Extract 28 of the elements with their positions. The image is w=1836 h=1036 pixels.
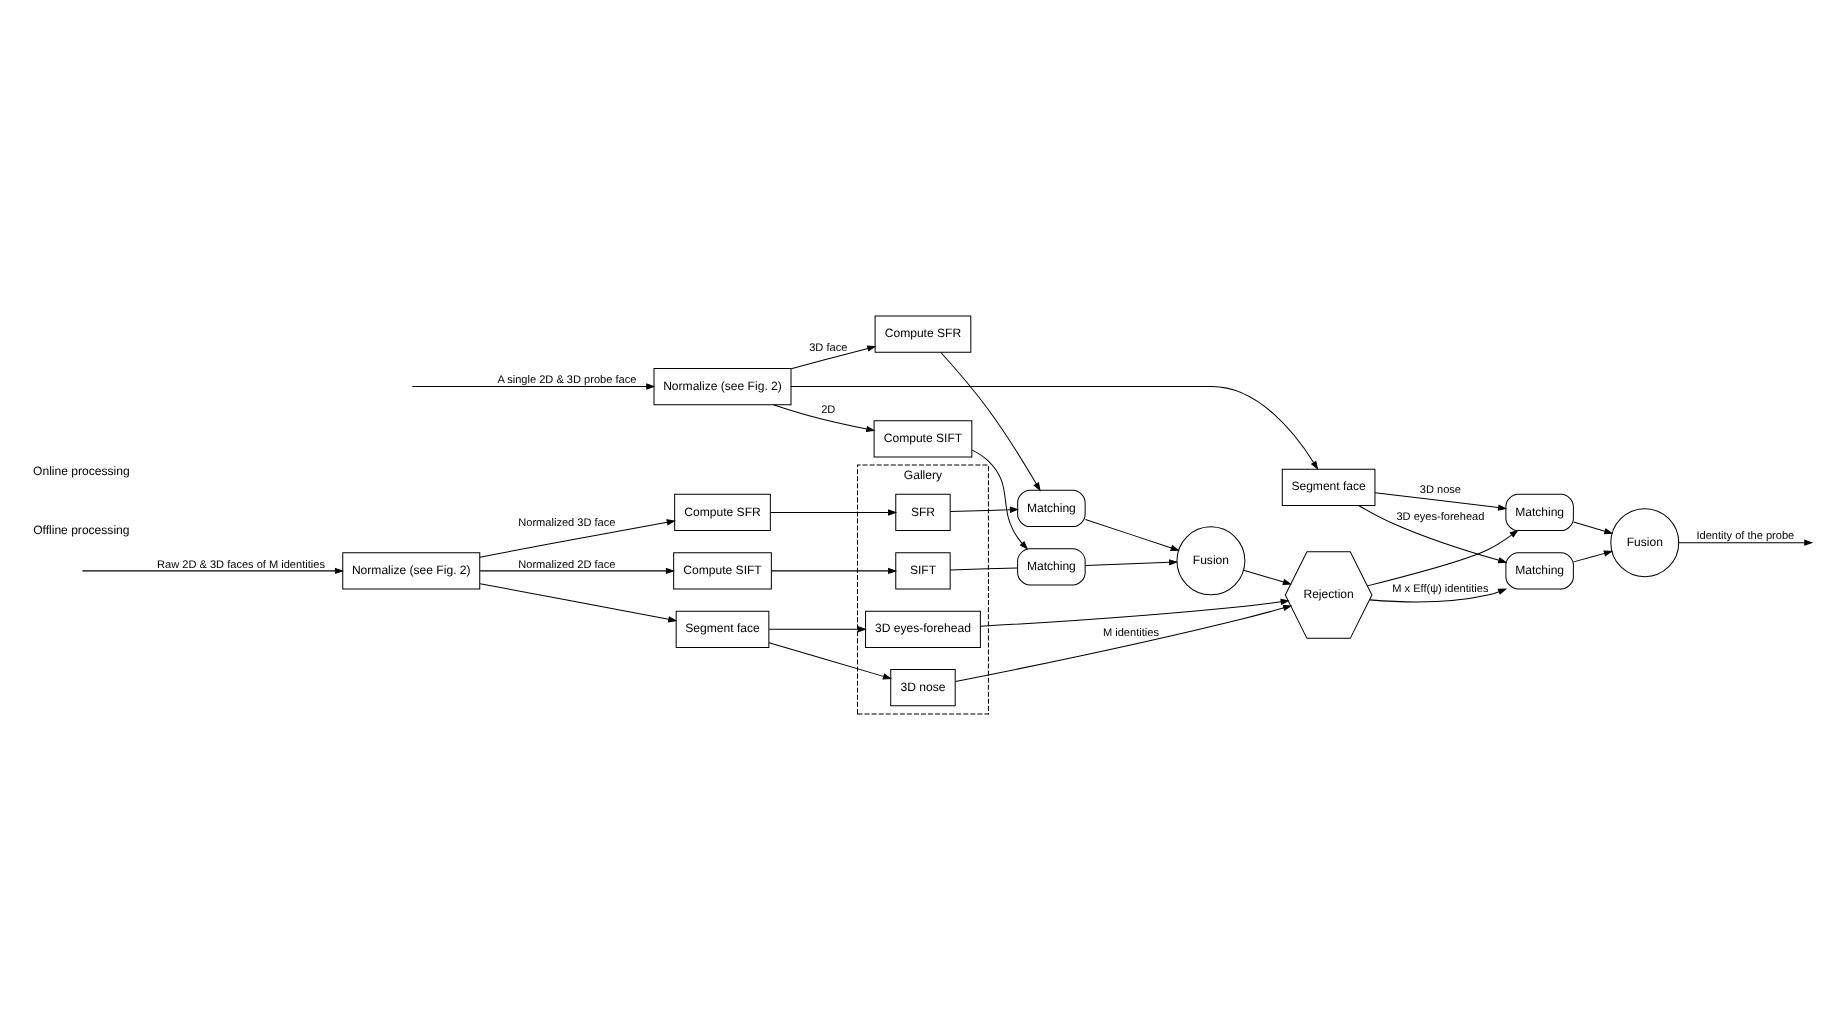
arrow — [1678, 538, 1814, 545]
arrow — [81, 566, 344, 574]
arrow — [411, 382, 656, 389]
arrow — [1573, 520, 1614, 534]
arrow — [770, 508, 898, 515]
arrow — [790, 385, 1319, 470]
arrow — [1369, 587, 1508, 602]
arrow — [479, 566, 675, 574]
arrow — [1573, 549, 1613, 562]
arrow — [940, 350, 1041, 491]
arrow — [1366, 528, 1519, 586]
arrow — [479, 518, 676, 557]
arrow — [971, 448, 1029, 549]
arrow — [955, 603, 1293, 682]
arrow — [768, 625, 867, 632]
connector — [949, 566, 1018, 570]
arrow — [1358, 504, 1508, 563]
arrow — [479, 582, 678, 622]
arrow — [1084, 558, 1179, 566]
arrow — [1374, 491, 1508, 510]
arrow — [1243, 568, 1292, 584]
arrow — [772, 403, 876, 432]
arrow — [771, 566, 898, 574]
arrow — [980, 597, 1290, 626]
arrow — [949, 505, 1019, 512]
arrow — [1084, 517, 1180, 550]
arrow — [768, 641, 892, 679]
arrow — [790, 344, 877, 369]
